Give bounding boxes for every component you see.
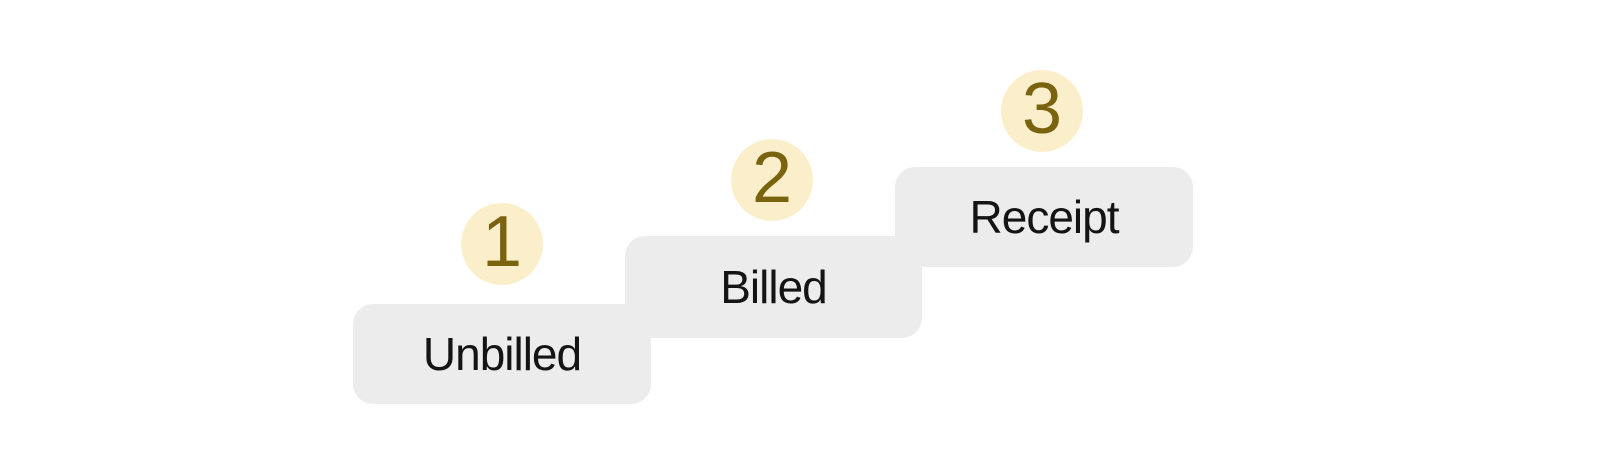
step-number-badge-2: 2	[731, 139, 813, 221]
step-number-3: 3	[1021, 69, 1063, 149]
step-box-unbilled: Unbilled	[353, 304, 651, 404]
step-label-receipt: Receipt	[969, 191, 1120, 243]
step-label-billed: Billed	[720, 261, 828, 313]
step-number-badge-1: 1	[461, 203, 543, 285]
step-number-badge-3: 3	[1001, 70, 1083, 152]
step-box-billed: Billed	[625, 236, 922, 338]
step-number-2: 2	[751, 138, 793, 218]
step-label-unbilled: Unbilled	[422, 328, 582, 380]
step-number-1: 1	[481, 202, 523, 282]
step-box-receipt: Receipt	[895, 167, 1193, 267]
